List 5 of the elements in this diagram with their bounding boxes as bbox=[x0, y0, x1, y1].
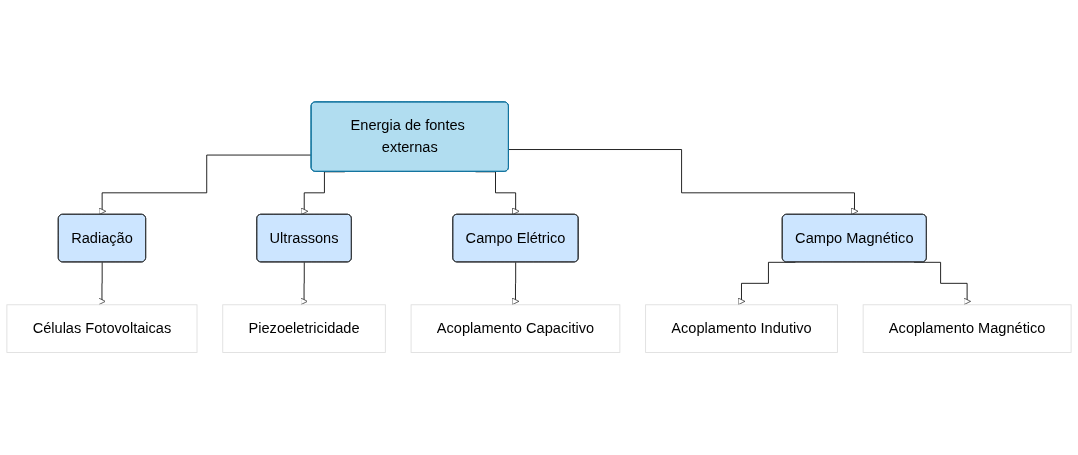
node-box: Acoplamento Capacitivo bbox=[410, 304, 621, 354]
node-box: Acoplamento Indutivo bbox=[645, 304, 838, 354]
node-box: Piezoeletricidade bbox=[222, 304, 386, 354]
node-box: Acoplamento Magnético bbox=[862, 304, 1072, 354]
node-box: Células Fotovoltaicas bbox=[6, 304, 198, 354]
